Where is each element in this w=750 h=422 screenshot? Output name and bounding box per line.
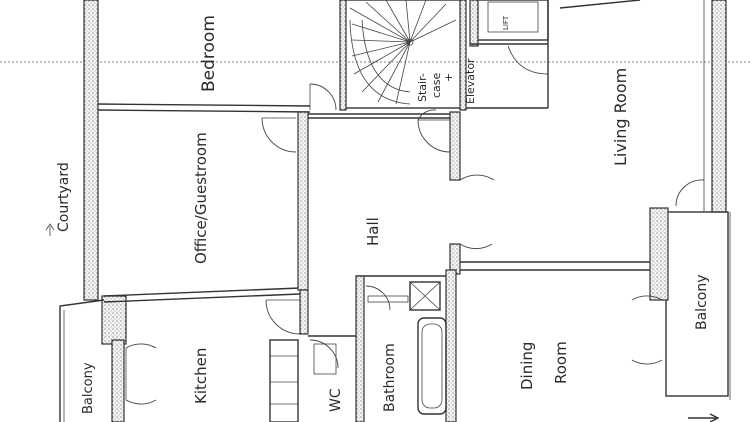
left-exterior-wall-lower <box>101 295 127 345</box>
label-stair-4: Elevator <box>464 58 477 104</box>
stair-wall-right <box>459 0 467 111</box>
label-dining-2: Room <box>552 341 570 384</box>
bath-dining-wall <box>445 269 457 422</box>
lift-door-swing <box>507 45 549 75</box>
label-hall: Hall <box>364 217 382 246</box>
door-swings <box>125 83 705 405</box>
shower-tray <box>409 281 441 311</box>
right-balcony <box>665 211 729 397</box>
hall-living-wall <box>449 111 461 181</box>
label-wc: WC <box>328 388 344 412</box>
hall-kitchen-wall <box>299 289 309 335</box>
label-living: Living Room <box>611 68 630 166</box>
office-hall-wall <box>297 111 309 291</box>
label-stair-2: case <box>430 72 443 98</box>
lift-wall <box>469 0 479 47</box>
stair-wall-left <box>339 0 347 111</box>
wc-bath-wall <box>355 275 365 422</box>
left-balcony-outline <box>59 299 105 422</box>
office-kitchen-wall <box>103 287 301 297</box>
label-courtyard: Courtyard <box>56 162 72 232</box>
office-kitchen-wall-2 <box>103 293 301 303</box>
bottom-arrowhead <box>709 413 720 422</box>
bedroom-office-wall <box>97 103 311 107</box>
wc-fixture <box>313 343 337 375</box>
spiral-stair <box>349 0 457 105</box>
bathtub <box>417 317 447 415</box>
kitchen-counter <box>269 339 299 422</box>
right-balcony-wall <box>649 207 669 301</box>
label-bedroom: Bedroom <box>199 15 219 92</box>
bathroom-counter <box>367 295 409 303</box>
right-exterior-wall <box>711 0 727 213</box>
label-dining-1: Dining <box>518 342 536 390</box>
bedroom-office-wall-2 <box>97 109 311 113</box>
label-stair-1: Stair- <box>416 73 429 102</box>
courtyard-arrowhead <box>45 223 55 231</box>
label-balcony-right: Balcony <box>694 275 710 331</box>
label-stair-3: + <box>442 73 455 82</box>
lift-shaft <box>475 0 549 41</box>
label-balcony-left: Balcony <box>81 362 96 414</box>
label-office: Office/Guestroom <box>192 132 210 264</box>
left-exterior-wall <box>83 0 99 301</box>
kitchen-left-wall <box>111 339 125 422</box>
living-top-wall <box>559 0 641 9</box>
label-lift: LIFT <box>502 15 510 30</box>
label-bathroom: Bathroom <box>382 343 398 412</box>
lift-car <box>487 1 539 33</box>
label-kitchen: Kitchen <box>192 348 210 404</box>
